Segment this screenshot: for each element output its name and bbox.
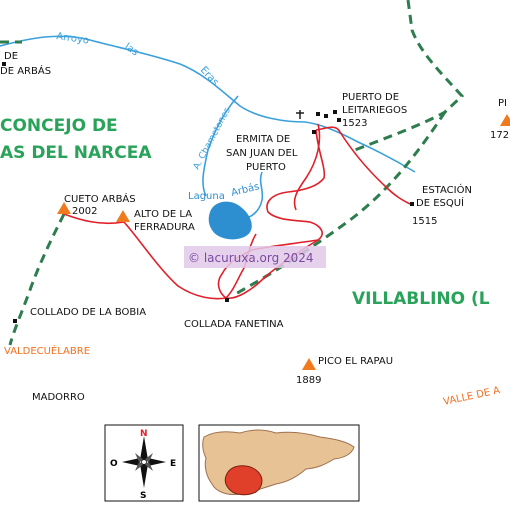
rivers [0, 35, 416, 219]
label-rapau-alt: 1889 [296, 375, 321, 386]
laguna-arbas-lake [208, 201, 252, 240]
label-estacion-1: ESTACIÓN [422, 183, 472, 196]
arroyo-las-eras-river [0, 35, 416, 173]
label-ermita-1: ERMITA DE [236, 134, 290, 145]
label-pico-right-name: PI [498, 98, 507, 109]
peaks [57, 114, 510, 370]
label-arbas-lake: Arbás [230, 180, 261, 199]
label-ermita-2: SAN JUAN DEL [226, 148, 298, 159]
compass-s: S [140, 491, 146, 501]
label-collado-bobia: COLLADO DE LA BOBIA [30, 307, 146, 318]
marker-ermita [312, 130, 316, 134]
label-laguna: Laguna [188, 191, 225, 202]
route-inner-loop [293, 123, 321, 211]
label-puerto-1: PUERTO DE [342, 92, 399, 103]
label-ermita-3: PUERTO [246, 162, 286, 173]
compass-o: O [110, 459, 118, 469]
marker-puerto-4 [337, 118, 341, 122]
peak-ferradura-icon [116, 210, 130, 222]
label-ferradura-1: ALTO DE LA [134, 209, 192, 220]
label-valle: VALLE DE A [442, 385, 501, 408]
compass-n: N [140, 429, 148, 439]
label-pico-rapau: PICO EL RAPAU [318, 356, 393, 367]
label-ferradura-2: FERRADURA [134, 222, 195, 233]
peak-rapau-icon [302, 358, 316, 370]
peak-right-icon [500, 114, 510, 126]
label-puerto-2: LEITARIEGOS [342, 105, 407, 116]
label-concejo-1: CONCEJO DE [0, 116, 118, 136]
label-valdecuelabre: VALDECUÉLABRE [4, 344, 90, 357]
marker-puerto-2 [324, 114, 328, 118]
label-estacion-alt: 1515 [412, 216, 437, 227]
lake-outflow [243, 171, 264, 219]
compass-rose-icon [122, 436, 166, 488]
chametones-river [202, 95, 239, 197]
label-madorro: MADORRO [32, 392, 85, 403]
label-concejo-2: AS DEL NARCEA [0, 143, 152, 163]
label-arbas-left: DE ARBÁS [0, 64, 51, 77]
church-icon [296, 110, 304, 119]
marker-bobia [13, 319, 17, 323]
label-arroyo: Arroyo [56, 31, 90, 46]
point-markers [2, 62, 414, 323]
compass-inset: N S O E [104, 424, 184, 502]
watermark: © lacuruxa.org 2024 [184, 246, 326, 268]
marker-arbas-left [2, 62, 6, 66]
label-de: DE [4, 51, 18, 62]
map-labels: Arroyo las Eras A. Chametones Laguna Arb… [0, 31, 509, 408]
marker-estacion [410, 202, 414, 206]
marker-fanetina [225, 298, 229, 302]
locator-inset [198, 424, 360, 502]
peak-cueto-arbas-icon [57, 202, 71, 214]
compass-e: E [170, 459, 176, 469]
label-cueto-name: CUETO ARBÁS [64, 192, 136, 205]
label-villablino: VILLABLINO (L [352, 289, 490, 309]
marker-puerto-3 [333, 110, 337, 114]
label-estacion-2: DE ESQUÍ [416, 196, 464, 209]
label-cueto-alt: 2002 [72, 206, 97, 217]
label-pico-right-alt: 172 [490, 130, 509, 141]
highlighted-council-shape [224, 465, 263, 496]
label-chametones: A. Chametones [192, 106, 233, 171]
label-collada-fanetina: COLLADA FANETINA [184, 319, 284, 330]
label-eras: Eras [198, 65, 221, 89]
marker-puerto-1 [316, 112, 320, 116]
watermark-text: © lacuruxa.org 2024 [188, 251, 314, 265]
label-puerto-alt: 1523 [342, 118, 367, 129]
label-las: las [122, 41, 140, 58]
route-estacion-loop [315, 126, 411, 205]
